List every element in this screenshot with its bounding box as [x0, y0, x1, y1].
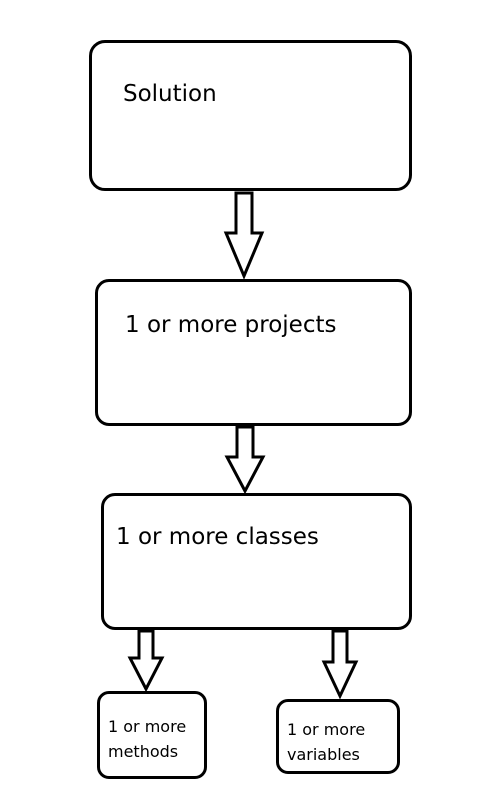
- solution-node: Solution: [89, 40, 412, 191]
- classes-node: 1 or more classes: [101, 493, 412, 630]
- variables-label: 1 or more variables: [287, 720, 366, 764]
- variables-node: 1 or more variables: [276, 699, 400, 774]
- solution-label: Solution: [123, 81, 217, 107]
- arrow-projects-to-classes: [224, 425, 266, 495]
- projects-label: 1 or more projects: [125, 312, 337, 338]
- classes-label: 1 or more classes: [116, 524, 319, 550]
- methods-node: 1 or more methods: [97, 691, 207, 779]
- arrow-classes-to-variables: [321, 629, 359, 700]
- methods-label: 1 or more methods: [108, 717, 187, 761]
- arrow-solution-to-projects: [223, 191, 265, 280]
- projects-node: 1 or more projects: [95, 279, 412, 426]
- arrow-classes-to-methods: [127, 629, 165, 693]
